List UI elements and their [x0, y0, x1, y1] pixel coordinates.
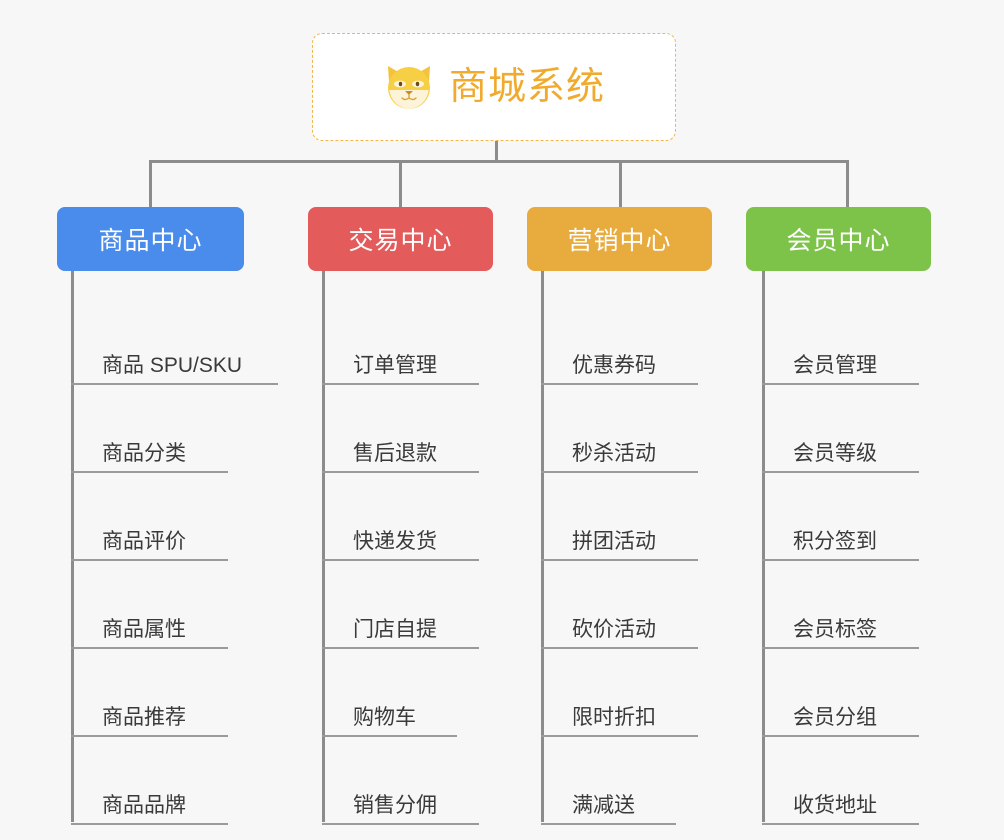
leaf-label: 会员标签 [793, 617, 877, 641]
category-title-3: 营销中心 [567, 227, 672, 255]
list-item[interactable]: 商品 SPU/SKU [71, 297, 278, 385]
leaf-rule [322, 471, 479, 473]
list-item[interactable]: 商品属性 [71, 561, 228, 649]
leaf-rule [71, 471, 228, 473]
leaf-label: 售后退款 [353, 441, 437, 465]
list-item[interactable]: 收货地址 [762, 737, 919, 825]
leaf-label: 门店自提 [353, 617, 437, 641]
leaf-label: 限时折扣 [572, 705, 656, 729]
list-item[interactable]: 会员分组 [762, 649, 919, 737]
connector-drop-4 [846, 160, 849, 208]
list-item[interactable]: 商品分类 [71, 385, 228, 473]
leaf-rule [322, 735, 457, 737]
list-item[interactable]: 商品推荐 [71, 649, 228, 737]
category-title-4: 会员中心 [786, 227, 891, 255]
leaf-rule [762, 471, 919, 473]
leaf-label: 商品属性 [102, 617, 186, 641]
leaf-rule [541, 735, 698, 737]
list-item[interactable]: 优惠券码 [541, 297, 698, 385]
list-item[interactable]: 快递发货 [322, 473, 479, 561]
leaf-rule [541, 823, 676, 825]
leaf-rule [762, 823, 919, 825]
leaf-rule [762, 383, 919, 385]
connector-bus [149, 160, 849, 163]
leaf-rule [762, 559, 919, 561]
leaf-rule [541, 471, 698, 473]
dog-face-icon [383, 61, 435, 113]
leaf-rule [322, 383, 479, 385]
leaf-rule [322, 647, 479, 649]
leaf-label: 快递发货 [353, 529, 437, 553]
leaf-label: 会员分组 [793, 705, 877, 729]
connector-drop-1 [149, 160, 152, 208]
leaf-label: 商品推荐 [102, 705, 186, 729]
leaf-label: 优惠券码 [572, 353, 656, 377]
list-item[interactable]: 售后退款 [322, 385, 479, 473]
leaf-label: 销售分佣 [353, 793, 437, 817]
list-item[interactable]: 砍价活动 [541, 561, 698, 649]
category-box-1[interactable]: 商品中心 [57, 207, 244, 271]
leaf-label: 商品分类 [102, 441, 186, 465]
leaf-label: 订单管理 [353, 353, 437, 377]
leaf-label: 商品 SPU/SKU [102, 353, 243, 377]
leaf-label: 拼团活动 [572, 529, 656, 553]
list-item[interactable]: 秒杀活动 [541, 385, 698, 473]
connector-root-stem [495, 141, 498, 163]
leaf-label: 购物车 [353, 705, 416, 729]
leaf-trunk-2 [322, 271, 325, 822]
leaf-rule [71, 383, 278, 385]
leaf-label: 积分签到 [793, 529, 877, 553]
leaf-label: 会员管理 [793, 353, 877, 377]
leaf-rule [541, 383, 698, 385]
category-title-1: 商品中心 [98, 227, 203, 255]
leaf-rule [71, 647, 228, 649]
list-item[interactable]: 限时折扣 [541, 649, 698, 737]
leaf-rule [71, 735, 228, 737]
leaf-rule [322, 559, 479, 561]
leaf-rule [762, 647, 919, 649]
root-node[interactable]: 商城系统 [312, 33, 676, 141]
leaf-label: 收货地址 [793, 793, 877, 817]
leaf-rule [541, 559, 698, 561]
category-box-2[interactable]: 交易中心 [308, 207, 493, 271]
leaf-label: 秒杀活动 [572, 441, 656, 465]
leaf-rule [322, 823, 479, 825]
leaf-label: 会员等级 [793, 441, 877, 465]
category-title-2: 交易中心 [348, 227, 453, 255]
list-item[interactable]: 积分签到 [762, 473, 919, 561]
leaf-rule [541, 647, 698, 649]
leaf-trunk-4 [762, 271, 765, 822]
category-box-4[interactable]: 会员中心 [746, 207, 931, 271]
list-item[interactable]: 会员等级 [762, 385, 919, 473]
connector-drop-2 [399, 160, 402, 208]
leaf-label: 商品评价 [102, 529, 186, 553]
category-box-3[interactable]: 营销中心 [527, 207, 712, 271]
leaf-label: 商品品牌 [102, 793, 186, 817]
leaf-rule [71, 823, 228, 825]
list-item[interactable]: 商品评价 [71, 473, 228, 561]
list-item[interactable]: 会员管理 [762, 297, 919, 385]
root-title: 商城系统 [448, 66, 605, 108]
list-item[interactable]: 满减送 [541, 737, 676, 825]
list-item[interactable]: 销售分佣 [322, 737, 479, 825]
leaf-label: 砍价活动 [572, 617, 656, 641]
list-item[interactable]: 拼团活动 [541, 473, 698, 561]
leaf-trunk-1 [71, 271, 74, 822]
list-item[interactable]: 门店自提 [322, 561, 479, 649]
list-item[interactable]: 商品品牌 [71, 737, 228, 825]
leaf-label: 满减送 [572, 793, 635, 817]
list-item[interactable]: 订单管理 [322, 297, 479, 385]
leaf-trunk-3 [541, 271, 544, 822]
list-item[interactable]: 会员标签 [762, 561, 919, 649]
list-item[interactable]: 购物车 [322, 649, 457, 737]
leaf-rule [71, 559, 228, 561]
connector-drop-3 [619, 160, 622, 208]
leaf-rule [762, 735, 919, 737]
